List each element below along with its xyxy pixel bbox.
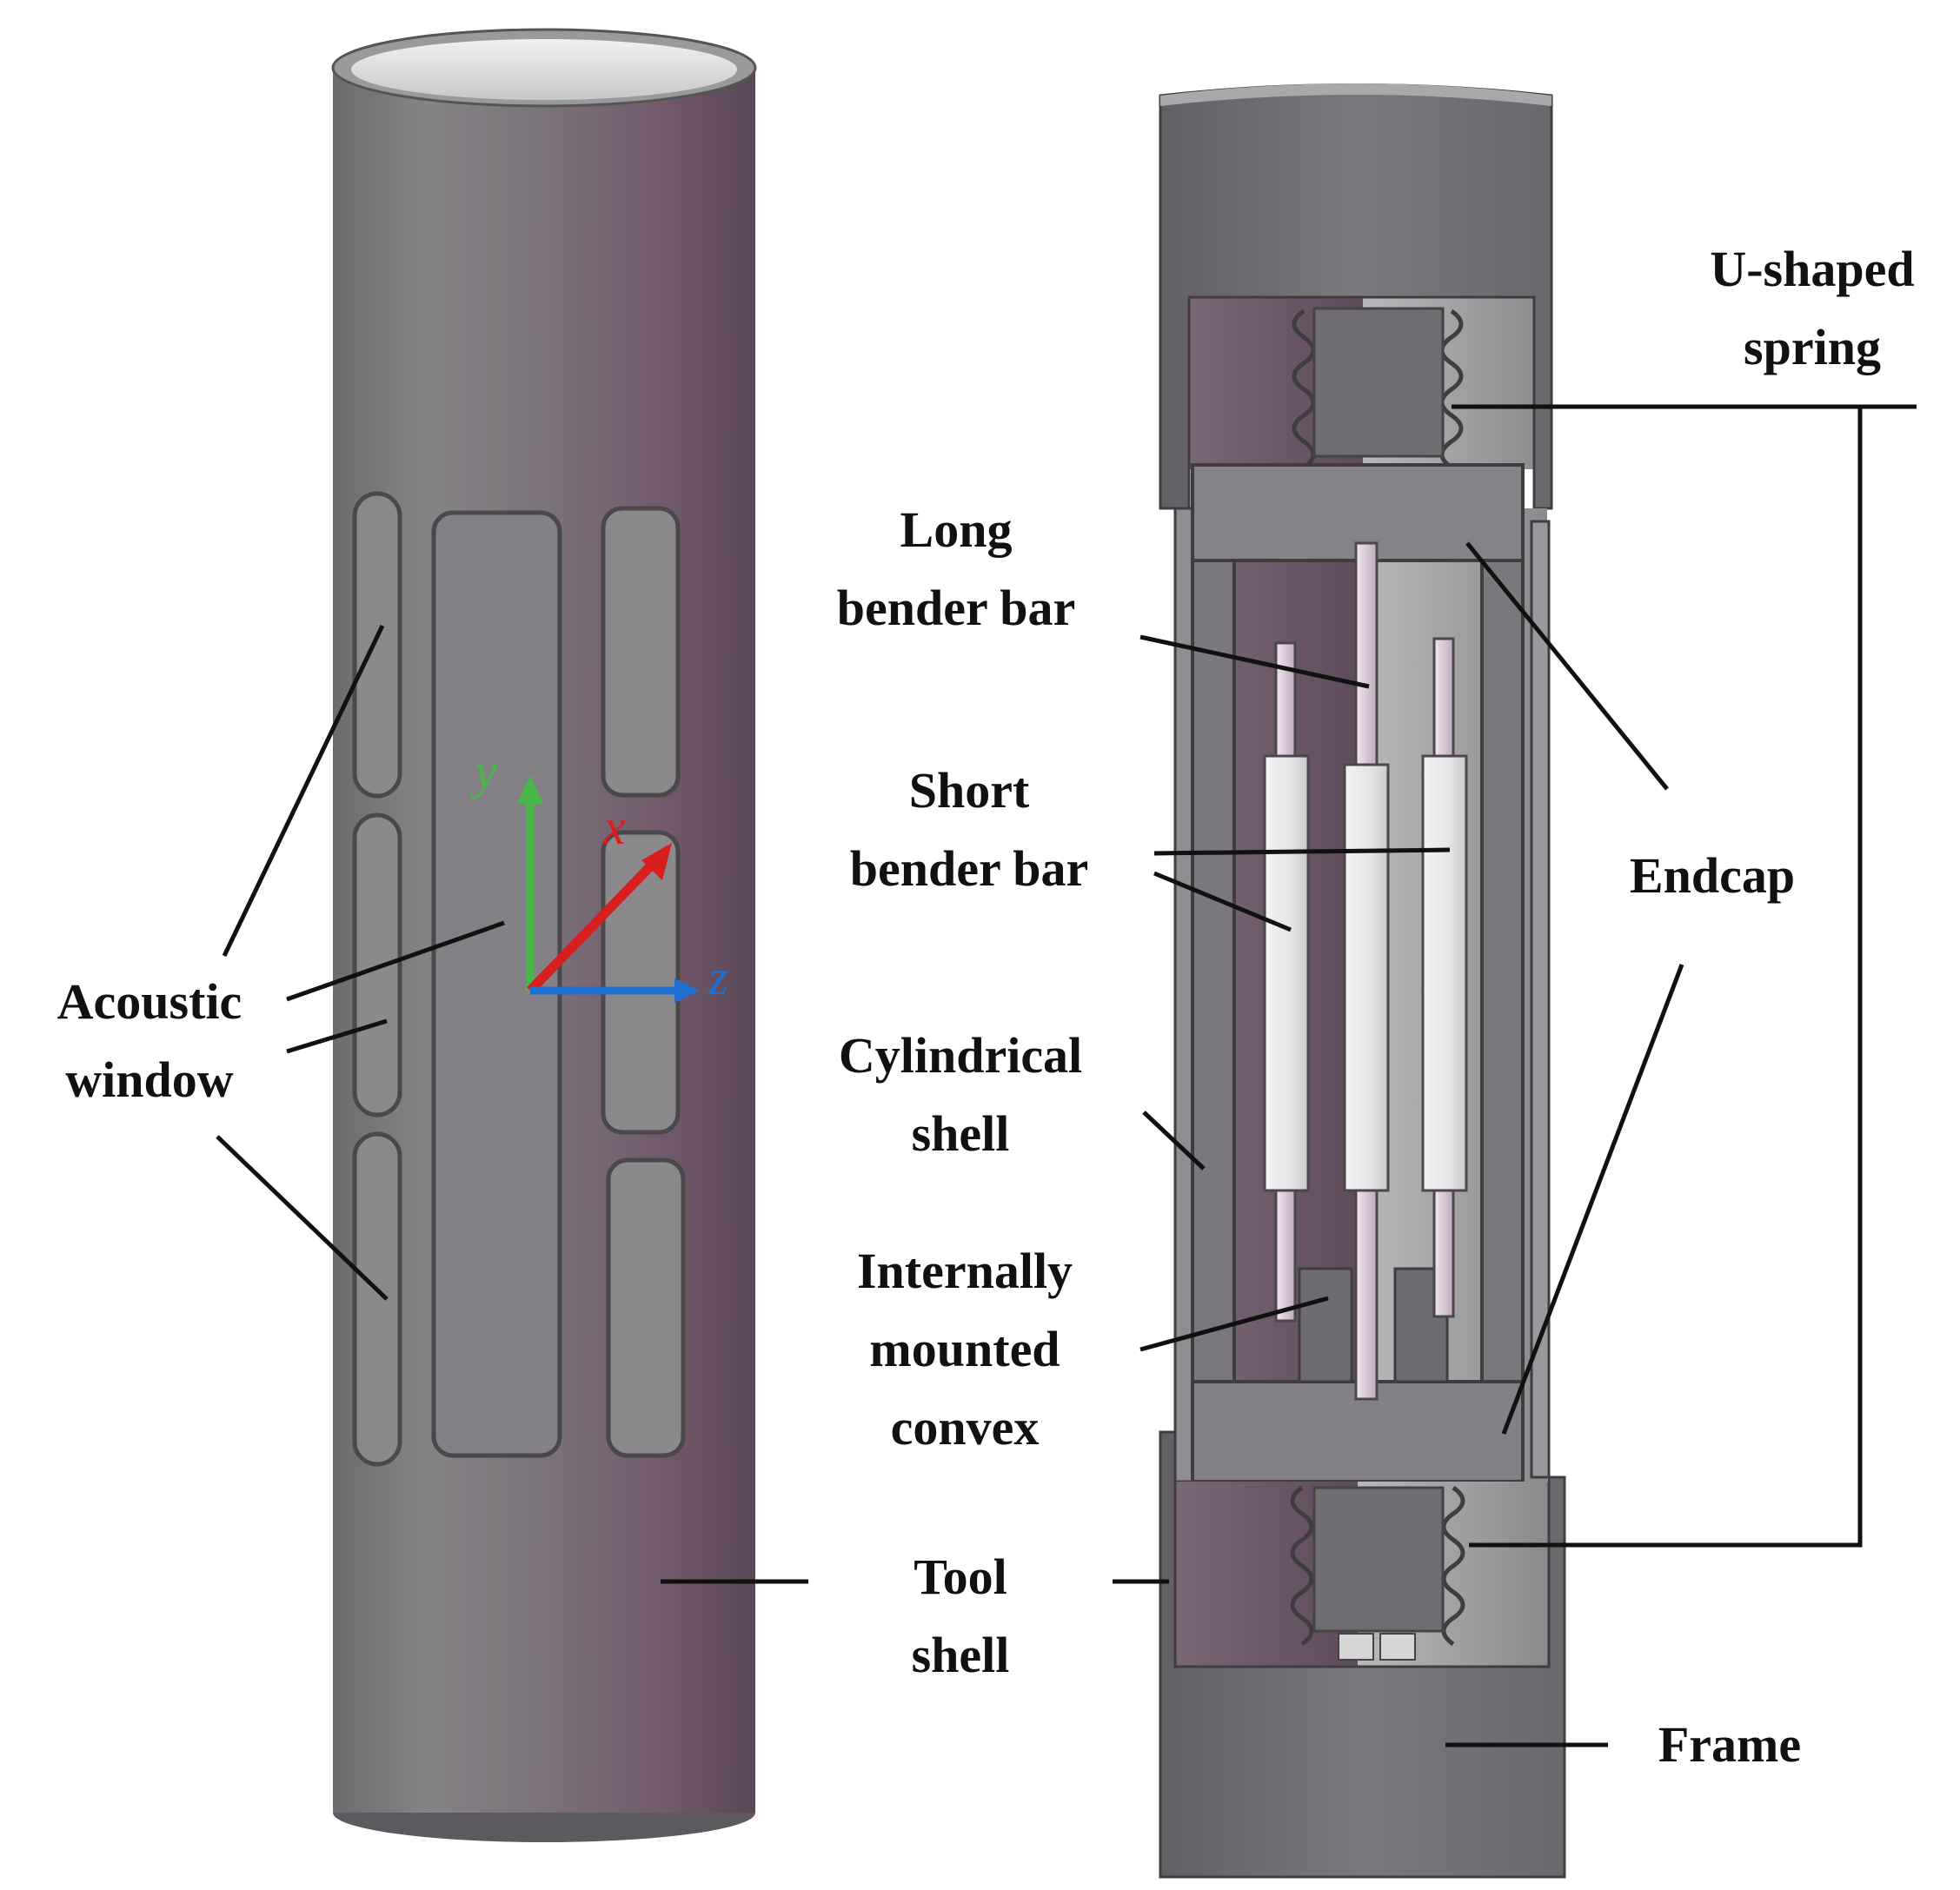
- label-tool-shell-line1: Tool: [914, 1548, 1007, 1605]
- label-acoustic-window: Acoustic window: [19, 963, 280, 1119]
- tube-bottom-edge: [333, 1813, 755, 1842]
- leader-acoustic-window-3: [286, 1018, 388, 1054]
- lower-frame: [1159, 1430, 1566, 1879]
- acoustic-window-right-1: [601, 506, 681, 798]
- leader-acoustic-window-2: [286, 920, 505, 1002]
- short-bender-bar-right-core: [1421, 754, 1468, 1192]
- z-axis-label: z: [708, 949, 728, 1005]
- label-short-bender-bar-line2: bender bar: [849, 840, 1089, 897]
- label-long-bender-bar-line1: Long: [900, 501, 1013, 558]
- lower-u-spring: [1290, 1485, 1465, 1661]
- x-axis-arrowhead: [641, 843, 672, 880]
- acoustic-window-left-2: [352, 812, 402, 1117]
- label-cylindrical-shell: Cylindrical shell: [791, 1017, 1130, 1173]
- upper-u-spring: [1292, 307, 1464, 470]
- label-short-bender-bar: Short bender bar: [804, 752, 1134, 908]
- label-acoustic-window-line1: Acoustic: [56, 973, 243, 1030]
- long-bender-bar-core: [1343, 763, 1390, 1192]
- upper-frame-top: [1160, 83, 1551, 106]
- bender-bars: [1263, 541, 1468, 1401]
- leader-endcap-2: [1501, 964, 1684, 1435]
- label-endcap-line1: Endcap: [1629, 847, 1796, 904]
- label-internally-mounted-convex-line1: Internally: [856, 1243, 1073, 1299]
- label-frame-line1: Frame: [1658, 1716, 1802, 1773]
- leader-acoustic-window-1: [222, 624, 385, 958]
- leader-endcap-1: [1465, 541, 1669, 791]
- leader-short-bender-bar-1: [1153, 847, 1451, 856]
- acoustic-window-left-1: [352, 491, 402, 799]
- label-internally-mounted-convex: Internally mounted convex: [800, 1232, 1130, 1467]
- label-long-bender-bar: Long bender bar: [791, 491, 1121, 647]
- leader-long-bender-bar: [1139, 634, 1370, 689]
- leader-cylindrical-shell: [1142, 1111, 1206, 1170]
- cylindrical-shell-right-wall: [1530, 520, 1551, 1479]
- tube-top-face: [351, 39, 737, 100]
- label-cylindrical-shell-line2: shell: [911, 1105, 1010, 1162]
- label-short-bender-bar-line1: Short: [908, 762, 1030, 819]
- label-long-bender-bar-line2: bender bar: [836, 580, 1076, 636]
- leader-internally-mounted-convex: [1139, 1296, 1329, 1352]
- acoustic-window-right-3: [606, 1157, 686, 1458]
- x-axis-label: x: [603, 799, 626, 855]
- leader-u-spring-bracket: [1469, 407, 1863, 1548]
- x-axis-arrow: [527, 861, 655, 994]
- label-tool-shell-line2: shell: [911, 1627, 1010, 1683]
- acoustic-window-center: [431, 510, 562, 1458]
- label-cylindrical-shell-line1: Cylindrical: [838, 1027, 1083, 1084]
- label-u-shaped-spring: U-shaped spring: [1673, 230, 1951, 387]
- tool-tube: [331, 28, 757, 1842]
- label-u-shaped-spring-line2: spring: [1744, 319, 1881, 375]
- label-internally-mounted-convex-line2: mounted: [869, 1321, 1060, 1377]
- z-axis-arrowhead: [674, 978, 700, 1003]
- label-acoustic-window-line2: window: [65, 1051, 234, 1108]
- label-frame: Frame: [1617, 1706, 1843, 1784]
- acoustic-windows: [352, 491, 686, 1467]
- short-bender-bar-left-core: [1263, 754, 1310, 1192]
- convex-block-left: [1298, 1267, 1353, 1383]
- label-internally-mounted-convex-line3: convex: [890, 1399, 1040, 1456]
- coordinate-axes: [517, 775, 700, 1003]
- label-tool-shell: Tool shell: [830, 1538, 1091, 1694]
- leader-lines: [216, 404, 1917, 1747]
- y-axis-label: y: [475, 743, 497, 799]
- acoustic-window-left-3: [352, 1131, 402, 1467]
- y-axis-arrowhead: [517, 775, 543, 804]
- leader-acoustic-window-4: [216, 1135, 389, 1301]
- leader-short-bender-bar-2: [1153, 871, 1292, 932]
- cutaway-tool: [1159, 83, 1566, 1879]
- label-endcap: Endcap: [1582, 837, 1843, 915]
- label-u-shaped-spring-line1: U-shaped: [1710, 241, 1915, 297]
